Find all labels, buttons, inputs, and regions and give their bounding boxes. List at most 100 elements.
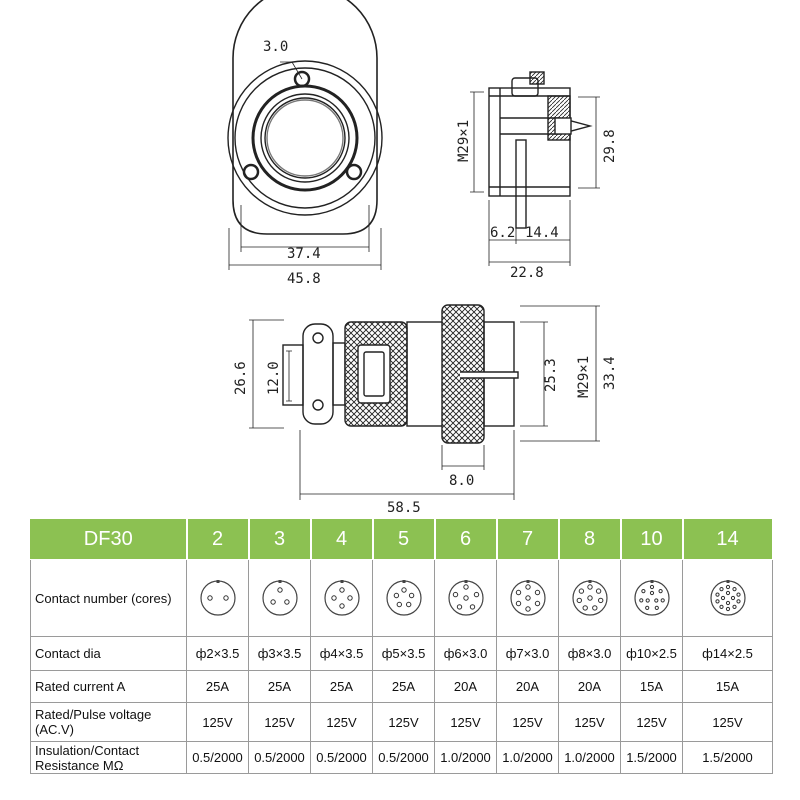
technical-drawing: 3.0 37.4 45.8 M29×1 29.8 6.2 14.4 22.8 (227, 0, 618, 515)
contact-pin (586, 584, 593, 590)
table-cell: 125V (620, 702, 683, 742)
table-cell: 125V (372, 702, 435, 742)
table-cell: 0.5/2000 (248, 741, 311, 774)
contact-pin (269, 599, 276, 605)
contact-pin (640, 589, 645, 594)
contact-pin (222, 595, 229, 601)
contact-pin (524, 584, 531, 590)
contact-pin (524, 595, 531, 601)
contact-pin (725, 606, 730, 612)
row-label-contact-number: Contact number (cores) (30, 559, 187, 637)
table-cell: 0.5/2000 (372, 741, 435, 774)
table-row: Contact dia ф2×3.5 ф3×3.5 ф4×3.5 ф5×3.5 … (30, 636, 773, 671)
pin-layout-10 (620, 559, 683, 637)
table-cell: ф3×3.5 (248, 636, 311, 671)
contact-pin (206, 595, 213, 601)
contact-pin (338, 587, 345, 593)
table-cell: ф6×3.0 (434, 636, 497, 671)
dim-side-mid: 14.4 (525, 225, 559, 241)
contact-pin (597, 597, 603, 604)
contact-pin (462, 595, 469, 601)
contact-pin (720, 595, 725, 601)
table-cell: 0.5/2000 (186, 741, 249, 774)
contact-pin (534, 600, 540, 607)
contact-pin (456, 604, 462, 610)
contact-pin (524, 606, 531, 612)
dim-inner-width: 37.4 (287, 246, 321, 262)
contact-pin (735, 599, 741, 604)
table-cell: 125V (248, 702, 311, 742)
table-cell: 125V (558, 702, 621, 742)
contact-pin (515, 600, 521, 607)
table-cell: 1.5/2000 (682, 741, 773, 774)
dim-outer-width: 45.8 (287, 271, 321, 287)
table-cell: 15A (620, 670, 683, 703)
table-cell: 1.5/2000 (620, 741, 683, 774)
row-label-rated-current: Rated current A (30, 670, 187, 703)
contact-pin (725, 600, 730, 606)
connector-key (464, 580, 467, 583)
dim-bottom-dia: 25.3 (543, 358, 559, 392)
contact-pin (725, 584, 730, 590)
core-header: 2 (185, 518, 250, 560)
dim-bottom-length: 58.5 (387, 500, 421, 515)
core-header: 10 (619, 518, 684, 560)
contact-pin (718, 604, 724, 609)
core-header: 3 (247, 518, 312, 560)
table-cell: 1.0/2000 (496, 741, 559, 774)
contact-pin (534, 589, 540, 596)
front-view (227, 0, 383, 270)
dim-bottom-inner-height: 12.0 (266, 361, 282, 395)
core-header: 4 (309, 518, 374, 560)
contact-pin (731, 604, 737, 609)
core-header: 7 (495, 518, 560, 560)
core-header: 8 (557, 518, 622, 560)
table-cell: 25A (372, 670, 435, 703)
connector-key (278, 580, 281, 583)
connector-key (726, 580, 729, 583)
contact-pin (591, 605, 597, 611)
contact-pin (452, 591, 458, 598)
contact-pin (649, 584, 654, 590)
core-header: 14 (681, 518, 774, 560)
contact-pin (586, 595, 593, 601)
dim-bottom-nut-width: 8.0 (449, 473, 474, 489)
contact-pin (649, 590, 654, 596)
table-cell: ф10×2.5 (620, 636, 683, 671)
dim-side-left: 6.2 (490, 225, 515, 241)
contact-pin (638, 598, 643, 603)
dim-bottom-left-height: 26.6 (233, 361, 249, 395)
side-view (470, 71, 600, 266)
connector-face (323, 580, 360, 616)
pin-layout-8 (558, 559, 621, 637)
table-cell: ф7×3.0 (496, 636, 559, 671)
row-label-contact-dia: Contact dia (30, 636, 187, 671)
contact-pin (645, 598, 650, 603)
table-cell: 20A (434, 670, 497, 703)
table-cell: 15A (682, 670, 773, 703)
dim-side-height: 29.8 (602, 129, 618, 163)
contact-pin (654, 605, 659, 610)
connector-key (650, 580, 653, 583)
table-row: Rated current A 25A 25A 25A 25A 20A 20A … (30, 670, 773, 703)
connector-key (588, 580, 591, 583)
table-cell: ф4×3.5 (310, 636, 373, 671)
contact-pin (283, 599, 290, 605)
contact-pin (714, 592, 720, 597)
connector-key (402, 580, 405, 583)
dim-side-total: 22.8 (510, 265, 544, 281)
dim-bottom-height: 33.4 (602, 356, 618, 390)
table-cell: 0.5/2000 (310, 741, 373, 774)
contact-pin (330, 595, 337, 601)
contact-pin (469, 604, 475, 610)
contact-pin (408, 592, 414, 599)
contact-pin (653, 598, 658, 603)
core-header: 6 (433, 518, 498, 560)
table-row: Rated/Pulse voltage (AC.V) 125V 125V 125… (30, 702, 773, 742)
dim-hole: 3.0 (263, 39, 288, 55)
table-cell: 125V (682, 702, 773, 742)
pin-layout-5 (372, 559, 435, 637)
contact-pin (400, 587, 407, 593)
contact-pin (346, 595, 353, 601)
contact-pin (718, 587, 724, 592)
